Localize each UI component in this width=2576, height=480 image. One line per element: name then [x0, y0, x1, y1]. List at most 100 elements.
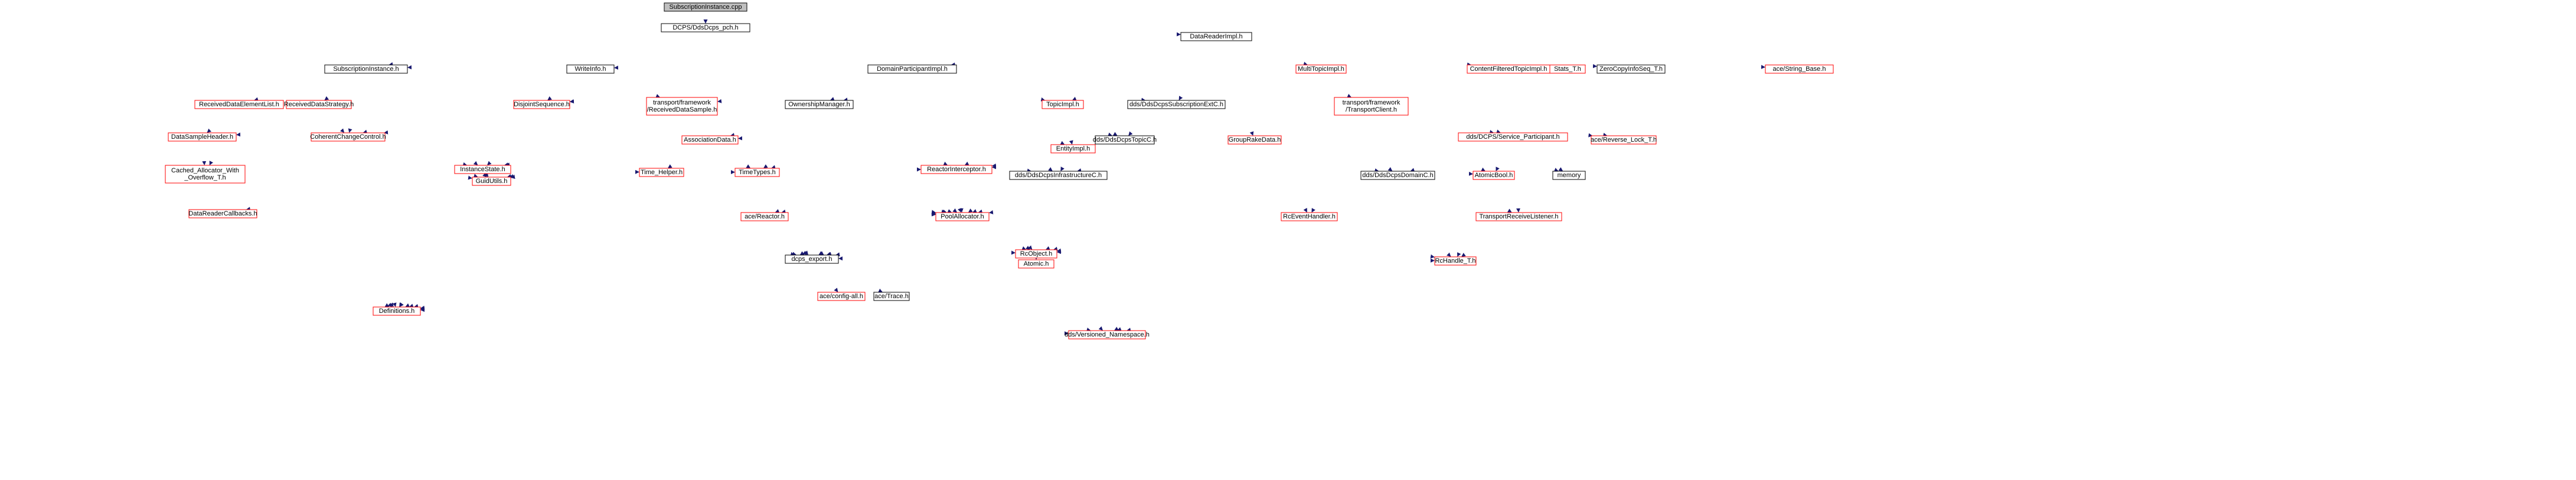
node-ei[interactable]: EntityImpl.h [1050, 144, 1096, 154]
node-zc[interactable]: ZeroCopyInfoSeq_T.h [1596, 64, 1666, 74]
node-box [168, 132, 237, 142]
node-label: TopicImpl.h [1046, 101, 1079, 108]
node-box [1591, 135, 1657, 145]
node-label: ReceivedDataStrategy.h [284, 101, 354, 108]
node-ddc[interactable]: dds/DdsDcpsDomainC.h [1360, 171, 1435, 180]
node-arl[interactable]: ace/Reverse_Lock_T.h [1591, 135, 1657, 145]
node-pch[interactable]: DCPS/DdsDcps_pch.h [661, 23, 750, 32]
edge-ri-to-acer [781, 209, 786, 214]
node-rds[interactable]: ReceivedDataStrategy.h [284, 100, 354, 109]
node-ab[interactable]: AtomicBool.h [1473, 171, 1515, 180]
edge-dri-to-reh [1303, 208, 1307, 213]
node-box [785, 100, 854, 109]
node-tfc[interactable]: transport/framework/TransportClient.h [1334, 97, 1409, 116]
edge-dsp-to-ddc [1410, 168, 1415, 172]
edge-tfrds-to-pa [947, 209, 952, 213]
node-rco[interactable]: RcObject.h [1015, 249, 1057, 259]
node-om[interactable]: OwnershipManager.h [785, 100, 854, 109]
node-cccpp[interactable]: dds/DdsDcpsSubscriptionExtC.h [1127, 100, 1226, 109]
node-dsp[interactable]: dds/DCPS/Service_Participant.h [1458, 132, 1568, 142]
node-label: DCPS/DdsDcps_pch.h [672, 24, 738, 31]
node-label: DisjointSequence.h [514, 101, 570, 108]
node-si[interactable]: SubscriptionInstance.h [324, 64, 408, 74]
edge-ad-to-dex [804, 250, 809, 255]
edge-dri-to-ddtc [1128, 131, 1133, 136]
node-label: ContentFilteredTopicImpl.h [1470, 66, 1547, 73]
node-pa[interactable]: PoolAllocator.h [935, 212, 990, 221]
node-defs[interactable]: Definitions.h [373, 306, 421, 316]
edge-wi-to-djs [547, 96, 552, 100]
edge-dpi-to-ti [1040, 97, 1046, 102]
edge-ri-to-dex [818, 251, 824, 255]
node-trl[interactable]: TransportReceiveListener.h [1475, 212, 1562, 221]
node-box [740, 212, 789, 221]
node-label: DomainParticipantImpl.h [877, 66, 948, 73]
node-strb[interactable]: ace/String_Base.h [1765, 64, 1834, 74]
node-acecfg[interactable]: ace/config-all.h [817, 292, 866, 301]
node-box [1552, 171, 1586, 180]
node-label: GuidUtils.h [476, 178, 508, 185]
node-label: ZeroCopyInfoSeq_T.h [1599, 66, 1663, 73]
node-atom[interactable]: Atomic.h [1018, 259, 1054, 269]
edge-gpd-to-dex [827, 252, 832, 256]
node-stats[interactable]: Stats_T.h [1549, 64, 1586, 74]
node-cfti[interactable]: ContentFilteredTopicImpl.h [1467, 64, 1550, 74]
node-cadalloc[interactable]: Cached_Allocator_With_Overflow_T.h [165, 165, 246, 184]
edge-is-to-gu [484, 172, 489, 177]
edge-om-to-ri [943, 161, 948, 166]
node-box [817, 292, 866, 301]
node-rch[interactable]: RcHandle_T.h [1434, 256, 1477, 266]
node-drc[interactable]: DataReaderCallbacks.h [188, 209, 257, 218]
edge-wi-to-tfrds [655, 94, 661, 98]
node-label: PoolAllocator.h [941, 213, 984, 220]
node-dri[interactable]: DataReaderImpl.h [1180, 32, 1252, 41]
edge-dex-to-acetr [878, 288, 883, 293]
node-wi[interactable]: WriteInfo.h [566, 64, 615, 74]
node-ri[interactable]: ReactorInterceptor.h [920, 165, 992, 174]
header-nodes: SubscriptionInstance.cppDCPS/DdsDcps_pch… [165, 2, 1834, 339]
edge-djs-to-defs [399, 302, 404, 307]
node-box [867, 64, 957, 74]
node-rdel[interactable]: ReceivedDataElementList.h [194, 100, 284, 109]
node-label: ReceivedDataElementList.h [199, 101, 279, 108]
node-dpi[interactable]: DomainParticipantImpl.h [867, 64, 957, 74]
edge-reh-to-vns [1114, 326, 1119, 331]
node-gu[interactable]: GuidUtils.h [472, 177, 511, 186]
node-gpd[interactable]: GroupRakeData.h [1227, 135, 1282, 145]
node-vns[interactable]: dds/Versioned_Namespace.h [1065, 330, 1150, 339]
edge-dri-to-wi [614, 66, 619, 70]
node-ddtc[interactable]: dds/DdsDcpsTopicC.h [1093, 135, 1157, 145]
node-mti[interactable]: MultiTopicImpl.h [1295, 64, 1347, 74]
dependency-edges [202, 19, 1765, 336]
node-djs[interactable]: DisjointSequence.h [513, 100, 570, 109]
node-dex[interactable]: dcps_export.h [785, 254, 839, 264]
edge-om-to-defs [405, 303, 410, 308]
edge-tfrds-to-dsh [236, 132, 241, 137]
edge-dri-to-ccc [384, 130, 388, 135]
node-tt[interactable]: TimeTypes.h [734, 168, 780, 177]
node-ad[interactable]: AssociationData.h [681, 135, 739, 145]
node-label: InstanceState.h [460, 166, 505, 173]
node-label: WriteInfo.h [575, 66, 606, 73]
edge-dri-to-si [407, 65, 412, 70]
node-tfrds[interactable]: transport/framework/ReceivedDataSample.h [646, 97, 718, 116]
edge-rch-to-vns [1127, 328, 1131, 332]
edge-si-to-is [473, 161, 478, 165]
edge-om-to-rco [1026, 246, 1030, 250]
node-box [1549, 64, 1586, 74]
node-label: dds/DdsDcpsSubscriptionExtC.h [1129, 101, 1223, 108]
node-is[interactable]: InstanceState.h [454, 165, 511, 174]
node-acer[interactable]: ace/Reactor.h [740, 212, 789, 221]
node-reh[interactable]: RcEventHandler.h [1281, 212, 1338, 221]
node-dsh[interactable]: DataSampleHeader.h [168, 132, 237, 142]
node-th[interactable]: Time_Helper.h [639, 168, 684, 177]
node-acetr[interactable]: ace/Trace.h [873, 292, 910, 301]
node-ddic[interactable]: dds/DdsDcpsInfrastructureC.h [1009, 171, 1108, 180]
node-label: SubscriptionInstance.h [333, 66, 399, 73]
edge-djs-to-pa [942, 209, 947, 214]
node-mem[interactable]: memory [1552, 171, 1586, 180]
node-label: Time_Helper.h [641, 169, 683, 176]
node-ti[interactable]: TopicImpl.h [1041, 100, 1084, 109]
edge-dex-to-acecfg [834, 288, 838, 292]
node-ccc[interactable]: CoherentChangeControl.h [310, 132, 386, 142]
